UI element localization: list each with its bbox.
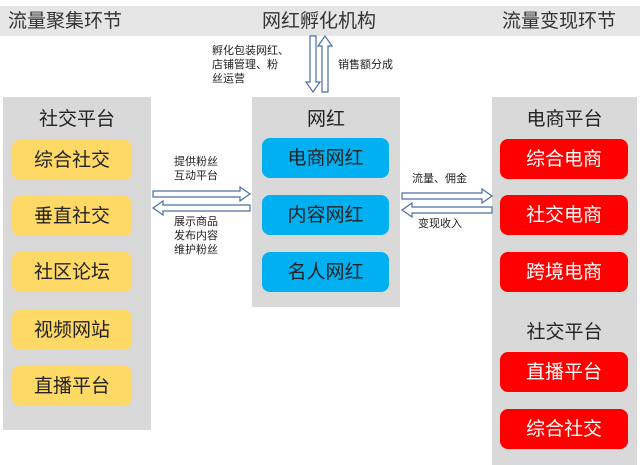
- header-bar: [0, 6, 640, 36]
- center-item-ecommerce-influencer: 电商网红: [262, 138, 389, 178]
- left-link-upper-1: 提供粉丝: [174, 155, 218, 168]
- revenue-share-note: 销售额分成: [338, 58, 393, 71]
- header-right-title: 流量变现环节: [502, 10, 617, 32]
- left-link-lower-3: 维护粉丝: [174, 243, 218, 256]
- center-panel-title: 网红: [306, 108, 345, 130]
- left-panel-title: 社交平台: [38, 108, 115, 130]
- right-panel-title-bottom: 社交平台: [526, 321, 603, 343]
- left-item-community-forum: 社区论坛: [12, 252, 132, 292]
- incubation-note-3: 丝运营: [212, 72, 245, 85]
- incubation-note-1: 孵化包装网红、: [212, 44, 289, 57]
- right-item-social-ecommerce: 社交电商: [500, 195, 628, 235]
- right-arrow-icon-left-link: [152, 185, 252, 203]
- incubation-note-2: 店铺管理、粉: [212, 58, 278, 71]
- left-item-comprehensive-social: 综合社交: [12, 140, 132, 180]
- right-link-lower: 变现收入: [418, 217, 462, 230]
- left-link-lower-1: 展示商品: [174, 215, 218, 228]
- left-arrow-icon-right-link: [400, 201, 493, 219]
- left-link-lower-2: 发布内容: [174, 229, 218, 242]
- left-item-video-site: 视频网站: [12, 310, 132, 350]
- header-center-title: 网红孵化机构: [262, 10, 377, 32]
- left-link-upper-2: 互动平台: [174, 169, 218, 182]
- header-left-title: 流量聚集环节: [8, 10, 123, 32]
- left-arrow-icon-left-link: [151, 199, 251, 217]
- right-link-upper: 流量、佣金: [412, 172, 467, 185]
- right-item-comprehensive-social: 综合社交: [500, 409, 628, 449]
- down-arrow-icon: [304, 35, 322, 94]
- right-item-comprehensive-ecommerce: 综合电商: [500, 139, 628, 179]
- center-item-content-influencer: 内容网红: [262, 195, 389, 235]
- right-item-crossborder-ecommerce: 跨境电商: [500, 252, 628, 292]
- right-arrow-icon-right-link: [401, 187, 494, 205]
- left-item-vertical-social: 垂直社交: [12, 196, 132, 236]
- right-panel-title-top: 电商平台: [526, 108, 603, 130]
- up-arrow-icon: [316, 34, 334, 93]
- center-item-celebrity-influencer: 名人网红: [262, 252, 389, 292]
- left-item-live-platform: 直播平台: [12, 366, 132, 406]
- right-item-live-platform: 直播平台: [500, 352, 628, 392]
